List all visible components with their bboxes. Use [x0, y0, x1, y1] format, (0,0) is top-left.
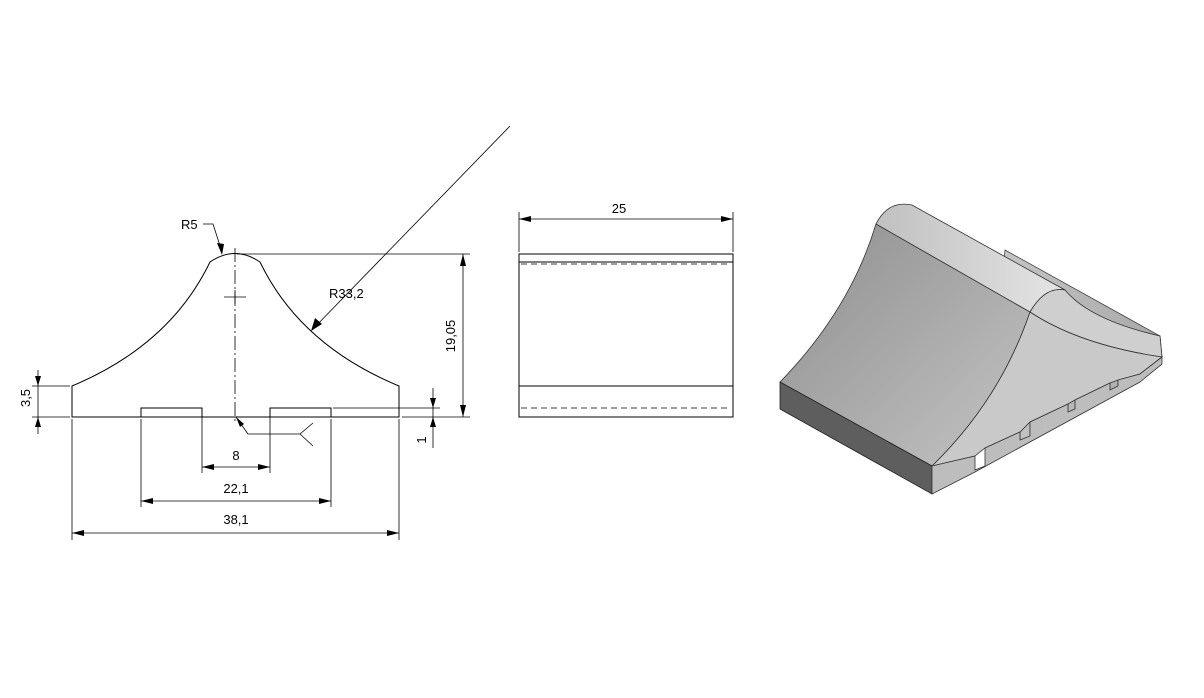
- height-arrow-top: [460, 254, 466, 266]
- slot8-arrow-r: [258, 464, 270, 470]
- side-view-outline: [518, 253, 734, 418]
- r5-leader: [203, 223, 223, 253]
- slot8-label: 8: [232, 448, 239, 463]
- surface-symbol-arrow: [236, 417, 244, 427]
- overall-label: 38,1: [223, 512, 248, 527]
- front-profile-outline: [71, 253, 400, 418]
- height-label: 19,05: [443, 320, 458, 353]
- slot22-label: 22,1: [223, 481, 248, 496]
- overall-arrow-r: [387, 530, 399, 536]
- slot22-arrow-r: [319, 498, 331, 504]
- overall-arrow-l: [72, 530, 84, 536]
- front-view: R5 R33,2 19,05 3,5 1 8: [18, 125, 511, 540]
- base-label: 3,5: [18, 389, 33, 407]
- r332-label: R33,2: [329, 286, 364, 301]
- height-arrow-bot: [460, 405, 466, 417]
- base-arrow-bot: [35, 417, 41, 427]
- r332-leader: [311, 125, 511, 331]
- side-view: 25: [518, 201, 734, 418]
- length-arrow-l: [519, 216, 531, 222]
- base-arrow-top: [35, 376, 41, 386]
- iso-base-side: [931, 356, 1163, 495]
- step-arrow-top: [430, 398, 436, 408]
- slot22-arrow-l: [141, 498, 153, 504]
- r5-label: R5: [181, 217, 198, 232]
- isometric-view: [779, 203, 1163, 495]
- step-arrow-bot: [430, 417, 436, 427]
- step-label: 1: [414, 436, 429, 443]
- length-label: 25: [612, 201, 626, 216]
- length-arrow-r: [721, 216, 733, 222]
- r5-arrow: [217, 243, 224, 255]
- r332-arrow: [311, 318, 322, 331]
- slot8-arrow-l: [202, 464, 214, 470]
- surface-symbol-leader: [235, 416, 314, 447]
